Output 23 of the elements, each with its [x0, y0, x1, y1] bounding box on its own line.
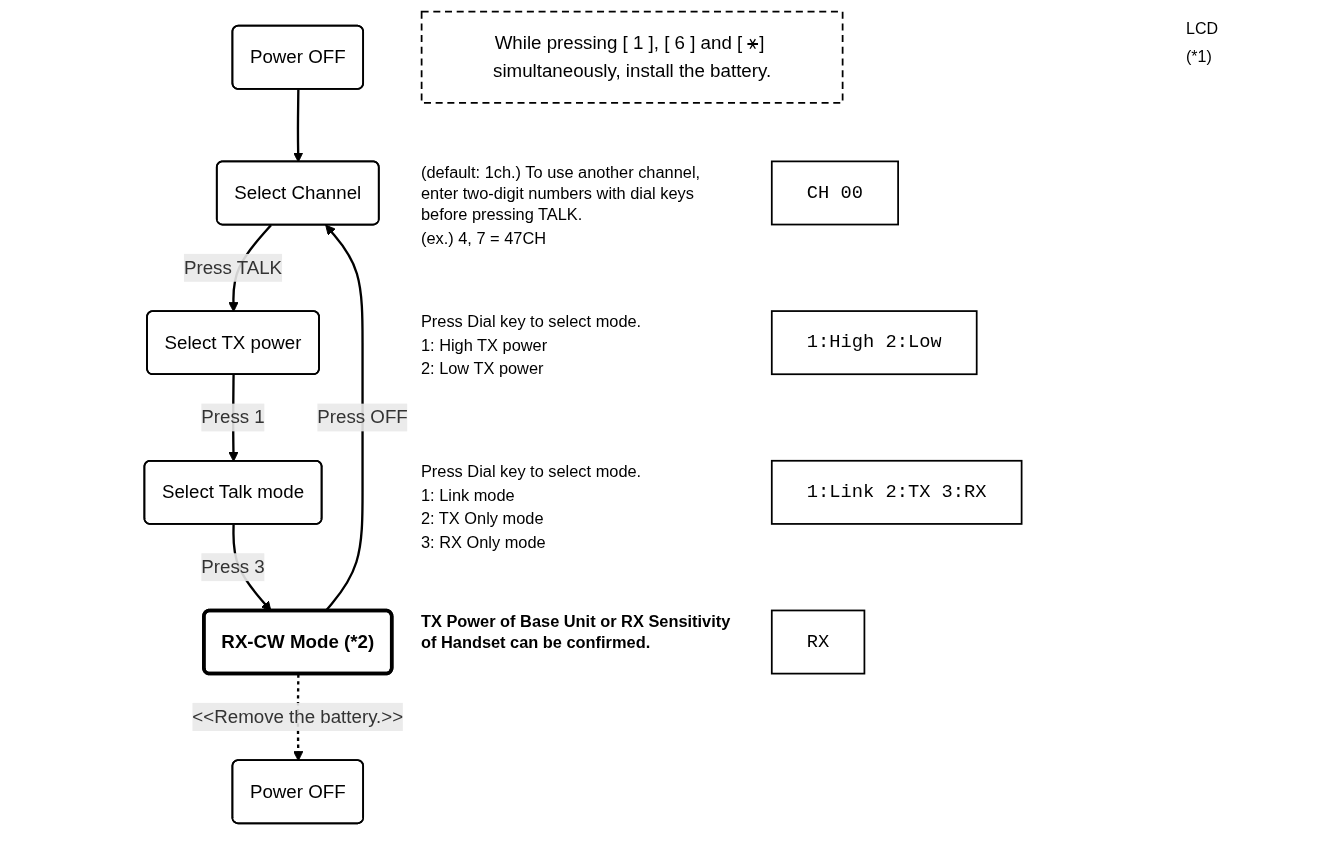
- node-box: 1:High 2:Low: [770, 310, 978, 376]
- edge-label: Press OFF: [317, 406, 408, 427]
- note-text: Press Dial key to select mode.: [420, 460, 642, 483]
- note-text: 2: Low TX power: [420, 358, 544, 380]
- note-text: (default: 1ch.) To use another channel, enter two-digit numbers with dial keys before pressing TALK.: [420, 161, 702, 226]
- node-box: CH 00: [770, 160, 899, 226]
- note-text: Press Dial key to select mode.: [420, 311, 642, 333]
- note-text: 1: High TX power: [420, 334, 548, 356]
- note-text: (ex.) 4, 7 = 47CH: [420, 227, 547, 249]
- edge-label: Press 1: [201, 406, 265, 427]
- node-box: 1:Link 2:TX 3:RX: [770, 459, 1023, 525]
- arrow: [293, 89, 304, 163]
- edge-label: Press 3: [201, 556, 265, 577]
- note-label: (*1): [1186, 48, 1213, 66]
- edge-label: Press TALK: [183, 257, 283, 278]
- note-label: LCD: [1186, 20, 1219, 38]
- node-box: RX: [770, 609, 866, 675]
- note-text: 3: RX Only mode: [420, 531, 546, 553]
- note-text: 1: Link mode: [420, 484, 515, 506]
- node-box: While pressing [ 1 ], [ 6 ] and [ ⚹] simultaneously, install the battery.: [420, 10, 844, 104]
- note-text: 2: TX Only mode: [420, 508, 544, 530]
- edge-label: <<Remove the battery.>>: [192, 706, 404, 727]
- note-text: TX Power of Base Unit or RX Sensitivity of Handset can be confirmed.: [420, 610, 732, 653]
